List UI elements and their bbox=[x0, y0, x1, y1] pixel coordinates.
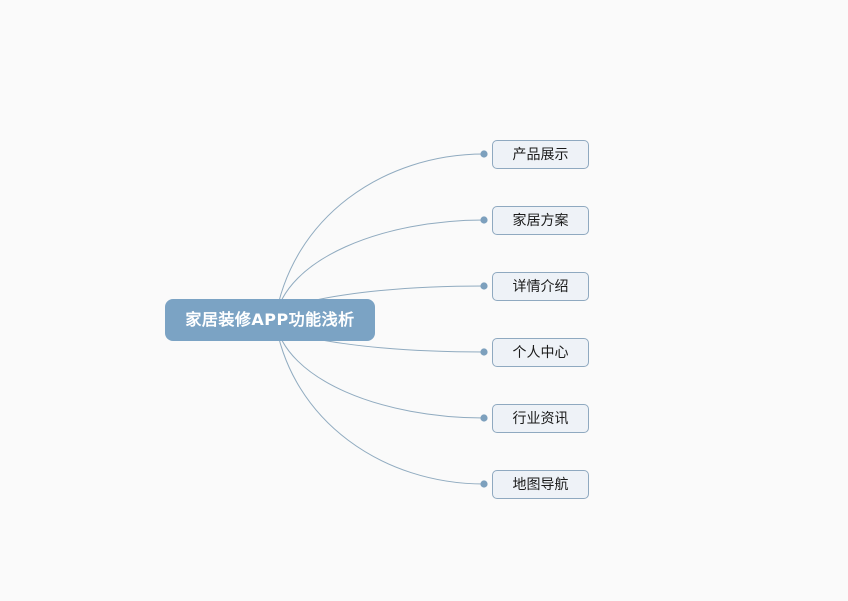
edge-endpoint-dot bbox=[480, 150, 488, 158]
branch-node-label: 个人中心 bbox=[512, 344, 569, 361]
branch-node-6[interactable]: 地图导航 bbox=[492, 470, 589, 499]
edge-path bbox=[274, 319, 485, 419]
branch-node-2[interactable]: 家居方案 bbox=[492, 206, 589, 235]
branch-node-1[interactable]: 产品展示 bbox=[492, 140, 589, 169]
edge-endpoint-dot bbox=[480, 480, 488, 488]
branch-node-label: 家居方案 bbox=[512, 212, 569, 229]
edge-endpoint-dot bbox=[480, 282, 488, 290]
edge-path bbox=[274, 319, 485, 485]
branch-node-5[interactable]: 行业资讯 bbox=[492, 404, 589, 433]
edge-path bbox=[274, 219, 485, 321]
edge-endpoint-dot bbox=[480, 414, 488, 422]
root-node-label: 家居装修APP功能浅析 bbox=[185, 310, 355, 329]
edge-path bbox=[274, 153, 485, 321]
branch-node-4[interactable]: 个人中心 bbox=[492, 338, 589, 367]
edge-endpoint-dot bbox=[480, 348, 488, 356]
branch-node-label: 详情介绍 bbox=[512, 278, 569, 295]
edge-endpoint-dot bbox=[480, 216, 488, 224]
branch-node-label: 行业资讯 bbox=[512, 410, 569, 427]
branch-node-label: 产品展示 bbox=[512, 146, 569, 163]
branch-node-3[interactable]: 详情介绍 bbox=[492, 272, 589, 301]
branch-node-label: 地图导航 bbox=[512, 476, 569, 493]
root-node[interactable]: 家居装修APP功能浅析 bbox=[165, 299, 375, 341]
